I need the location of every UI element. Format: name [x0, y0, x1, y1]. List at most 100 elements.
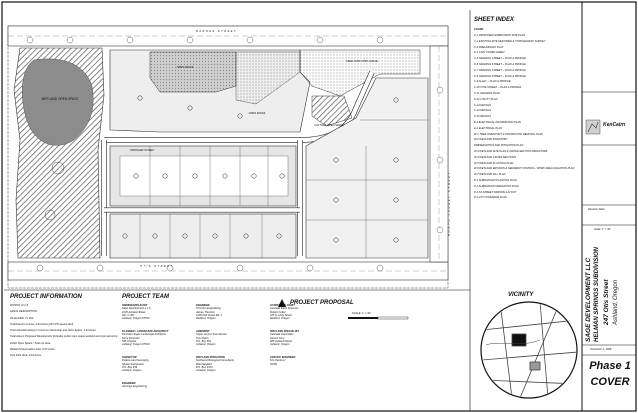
team-line: 545 A Street — [122, 339, 137, 343]
team-line: 888 Ashland Street — [270, 339, 292, 343]
title-block — [581, 2, 636, 411]
team-role: PLANNER / LANDSCAPE ARCHITECT — [122, 330, 169, 333]
sheet-index-item: C-5 GRADING STREET – PLAN & PROFILE — [474, 57, 526, 61]
team-role: SURVEYOR — [122, 356, 137, 359]
sheet-index-item: E-1 ELECTRICAL INFORMATION PLAN — [474, 120, 521, 124]
sheet-index-item: C-7 GRADING STREET – PLAN & PROFILE — [474, 68, 526, 72]
team-line: Kim Parducci — [270, 359, 286, 363]
sheet-index-item: W-2 WETLAND INVENTORY — [474, 138, 508, 142]
project-info-line: Total Area in Proposed Development (incl… — [10, 335, 118, 339]
sheet-index-item: C-8 GRADING STREET – PLAN & PROFILE — [474, 74, 526, 78]
phase-label: Phase 1 — [589, 360, 631, 372]
team-line: P.O. Box 3473 — [196, 365, 213, 369]
team-line: Ashland, Oregon 97520 — [122, 317, 150, 321]
sheet-index-item: C-14 DETAILS — [474, 109, 491, 113]
project-city: Ashland, Oregon — [613, 279, 619, 325]
project-team-title: PROJECT TEAM — [122, 294, 170, 300]
team-line: Ashland, Oregon — [196, 343, 216, 347]
sheet-index-item: C-4 CIVIL COVER SHEET — [474, 51, 505, 55]
revision-label: Revision Date: — [588, 208, 605, 211]
sheet-index-item: W-4 WETLAND CROSS SECTIONS — [474, 155, 517, 159]
project-info-line: ZONING: R-1-5 — [10, 304, 29, 307]
team-role: ENGINEER — [122, 382, 136, 385]
sheet-index-item: C-12 UTILITY PLAN — [474, 97, 498, 101]
project-information-title: PROJECT INFORMATION — [10, 294, 82, 300]
sheet-index-item: C-1 PROPOSED SUBDIVISION SITE PLAN — [474, 34, 526, 37]
team-line: 225 N. Holly Street — [270, 313, 292, 317]
site-plan — [7, 25, 449, 289]
team-role: TRAFFIC ENGINEER — [270, 356, 296, 359]
client-name: SAGE DEVELOPMENT LLC — [585, 257, 592, 342]
sheet-index-item: W-1 TREE INVENTORY & PROTECTION REMOVAL … — [474, 132, 543, 136]
sheet-index-item: C-15 DETAILS — [474, 115, 491, 119]
team-role: WETLAND SPECIALIST — [270, 330, 299, 333]
team-line: Tom Myers — [196, 336, 209, 340]
firm-logo-icon — [585, 119, 601, 135]
team-line: Ashland, Oregon — [122, 369, 142, 373]
team-role: OWNER/APPLICANT — [122, 304, 148, 307]
sheet-index-item: P-3 CA STREET PARKING LAYOUT — [474, 190, 517, 194]
project-proposal-title: PROJECT PROPOSAL — [290, 300, 354, 306]
project-info-line: 39-1E-04DC TL 400 — [10, 316, 34, 320]
team-line: P.O. Box 881 — [196, 339, 212, 343]
team-line: Medford, Oregon — [196, 317, 216, 321]
sheet-index-item: C-11 GRADING PLAN — [474, 91, 500, 95]
team-line: Polaris Land Surveying — [122, 359, 149, 363]
sheet-index-item: P-2 SUBDIVISION IRRIGATION PLAN — [474, 184, 519, 188]
springer-street-label: SPRINGER STREET — [130, 149, 155, 152]
project-address: 247 Otis Street — [603, 279, 610, 325]
project-info-line: Tree Park Area: 0.44 Acres — [10, 354, 42, 358]
sheet-index-title: SHEET INDEX — [474, 17, 515, 23]
team-line: Ste. C-307 — [122, 313, 135, 317]
vicinity-title: VICINITY — [508, 292, 534, 298]
sheet-index-item: W-7 WETLAND FILL PLAN — [474, 173, 506, 177]
sheet-index-item: C-13 DETAILS — [474, 103, 491, 107]
sheet-index-item: C-3 PRELIMINARY PLAT — [474, 45, 504, 49]
street-trees — [26, 36, 444, 272]
sheet-name: COVER — [590, 376, 630, 388]
wetland-pond — [22, 58, 94, 146]
cottage-label: COTTAGE OPEN SPACE — [314, 124, 344, 127]
sheet-index-item: C-2 EXISTING SITE FEATURES & TOPOGRAPHIC… — [474, 39, 546, 43]
vicinity-map — [480, 301, 578, 399]
sheet-date: November 2, 2006 — [590, 348, 612, 351]
wetland-label: WETLAND OPEN SPACE — [41, 97, 79, 101]
north-arrow-icon — [278, 299, 286, 307]
team-line: Dennis Gory — [270, 336, 285, 340]
barnes-street-label: BARNES STREET — [196, 30, 238, 33]
scale-label: Scale: 1" = 40' — [594, 228, 611, 231]
sheet-index-item: E-2 ELECTRICAL PLAN — [474, 126, 503, 130]
tree-park-area — [299, 49, 421, 97]
team-line: KenCairn Sager Landscape Architects — [122, 333, 166, 337]
team-line: Cascade Associates — [270, 333, 294, 337]
project-info-line: Total Parcel Lot Area: 4.94 Acres (215,3… — [10, 322, 74, 326]
sheet-index-item: P-1 SUBDIVISION PLANTING PLAN — [474, 178, 517, 182]
sheet-index-header: COVER — [474, 28, 484, 31]
team-line: Upper Limb-it Tree Service — [196, 333, 227, 337]
scale-bar — [348, 316, 409, 320]
sheet-index-item: PRESERVATION AND MITIGATION PLAN — [474, 144, 524, 148]
firm-name: KenCairn — [603, 122, 626, 128]
team-line: Shawn Kampmann — [122, 362, 144, 366]
project-name: HELMAN SPRINGS SUBDIVISION — [594, 246, 600, 342]
team-line: SOTE — [270, 362, 278, 366]
team-line: Ashland, Oregon — [196, 369, 216, 373]
team-role: ENGINEER — [196, 304, 210, 307]
cottage-open-space — [311, 95, 353, 127]
sheet-index-item: W-6 WETLAND EROSION & SEDIMENT CONTROL /… — [474, 167, 575, 171]
team-line: Medford, Oregon — [270, 317, 290, 321]
project-info-line: Wetland Preservation Area: 0.67 Acres — [10, 348, 55, 352]
team-role: WETLAND MITIGATION — [196, 356, 225, 359]
team-line: P.O. Box 459 — [122, 365, 138, 369]
